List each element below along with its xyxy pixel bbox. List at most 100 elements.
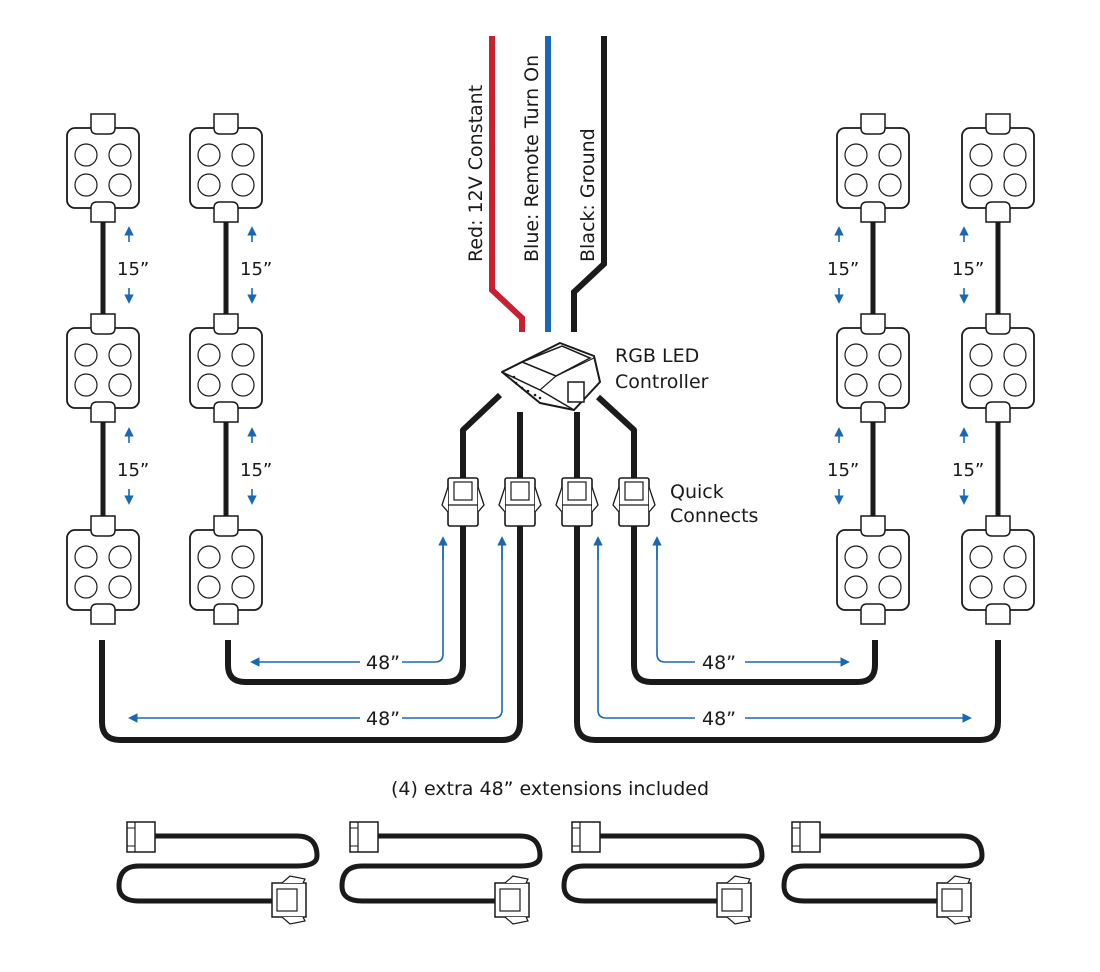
- red-wire-label: Red: 12V Constant: [465, 85, 487, 262]
- spacing-label: 15”: [952, 460, 984, 481]
- led-icon: [969, 575, 993, 599]
- led-pod: [66, 515, 140, 625]
- dim-arrow-left-outer: [402, 545, 444, 663]
- lead-length-label-right-outer: 48”: [702, 652, 736, 674]
- lead-left-outer: [225, 392, 503, 685]
- led-icon: [878, 173, 902, 197]
- led-icon: [231, 575, 255, 599]
- led-icon: [231, 143, 255, 167]
- led-pod: [189, 515, 263, 625]
- led-pod: [836, 515, 910, 625]
- led-icon: [108, 143, 132, 167]
- quick-connects-label-line2: Connects: [670, 505, 758, 527]
- led-icon: [108, 343, 132, 367]
- led-icon: [197, 143, 221, 167]
- led-icon: [197, 373, 221, 397]
- led-icon: [844, 545, 868, 569]
- led-icon: [74, 575, 98, 599]
- led-icon: [197, 173, 221, 197]
- female-connector-icon: [271, 875, 307, 925]
- led-icon: [969, 173, 993, 197]
- led-icon: [108, 373, 132, 397]
- led-icon: [197, 545, 221, 569]
- spacing-label: 15”: [117, 460, 149, 481]
- female-connector-icon: [494, 875, 530, 925]
- lead-length-label-left-inner: 48”: [366, 708, 400, 730]
- led-pod: [836, 113, 910, 223]
- extension-cable: [339, 821, 543, 925]
- power-wires: Red: 12V Constant Blue: Remote Turn On B…: [465, 36, 607, 332]
- led-icon: [1003, 173, 1027, 197]
- rgb-led-controller: RGB LED Controller: [501, 342, 709, 411]
- pod-column: [836, 113, 910, 625]
- led-icon: [844, 373, 868, 397]
- spacing-label: 15”: [827, 259, 859, 280]
- female-connector-icon: [936, 875, 972, 925]
- pod-column: [66, 113, 140, 625]
- led-pod: [836, 313, 910, 423]
- led-icon: [74, 545, 98, 569]
- male-connector-icon: [349, 821, 379, 853]
- led-pod: [189, 313, 263, 423]
- lead-right-outer: [595, 394, 878, 685]
- led-icon: [231, 373, 255, 397]
- spacing-label: 15”: [240, 460, 272, 481]
- controller-label-line1: RGB LED: [615, 345, 699, 367]
- lead-length-label-left-outer: 48”: [366, 652, 400, 674]
- male-connector-icon: [126, 821, 156, 853]
- black-wire: [571, 36, 607, 332]
- quick-connect: [441, 477, 485, 527]
- led-icon: [878, 373, 902, 397]
- led-icon: [969, 373, 993, 397]
- red-wire: [489, 36, 525, 332]
- lead-left-inner: [99, 412, 523, 743]
- male-connector-icon: [791, 821, 821, 853]
- quick-connect: [555, 477, 599, 527]
- male-connector-icon: [571, 821, 601, 853]
- spacing-label: 15”: [240, 259, 272, 280]
- led-icon: [74, 343, 98, 367]
- spacing-dimensions: 15”15”15”15”15”15”15”15”: [117, 226, 984, 505]
- led-pod: [189, 113, 263, 223]
- extension-cable: [781, 821, 985, 925]
- led-icon: [844, 173, 868, 197]
- output-leads: [99, 392, 1001, 743]
- pod-column: [189, 113, 263, 625]
- led-icon: [844, 343, 868, 367]
- lead-right-inner: [574, 412, 1001, 743]
- led-pod: [66, 313, 140, 423]
- female-connector-icon: [716, 875, 752, 925]
- led-pod: [66, 113, 140, 223]
- led-icon: [1003, 575, 1027, 599]
- led-pod: [961, 515, 1035, 625]
- led-icon: [878, 545, 902, 569]
- extension-cables: [116, 821, 985, 925]
- lead-length-label-right-inner: 48”: [702, 708, 736, 730]
- led-icon: [108, 545, 132, 569]
- led-icon: [1003, 373, 1027, 397]
- led-icon: [74, 143, 98, 167]
- led-icon: [844, 143, 868, 167]
- led-icon: [1003, 143, 1027, 167]
- quick-connects: [441, 477, 656, 527]
- pod-column: [961, 113, 1035, 625]
- led-icon: [969, 343, 993, 367]
- led-icon: [231, 173, 255, 197]
- spacing-label: 15”: [952, 259, 984, 280]
- led-icon: [74, 173, 98, 197]
- led-icon: [878, 143, 902, 167]
- extensions-caption: (4) extra 48” extensions included: [391, 778, 709, 800]
- led-icon: [969, 545, 993, 569]
- extension-cable: [561, 821, 765, 925]
- led-icon: [878, 575, 902, 599]
- quick-connect: [498, 477, 542, 527]
- led-icon: [969, 143, 993, 167]
- led-icon: [1003, 343, 1027, 367]
- led-icon: [231, 343, 255, 367]
- dim-arrow-right-outer: [656, 545, 695, 663]
- lead-dimensions: [128, 536, 972, 723]
- led-icon: [1003, 545, 1027, 569]
- controller-label-line2: Controller: [615, 371, 709, 393]
- led-icon: [108, 173, 132, 197]
- black-wire-label: Black: Ground: [577, 128, 599, 262]
